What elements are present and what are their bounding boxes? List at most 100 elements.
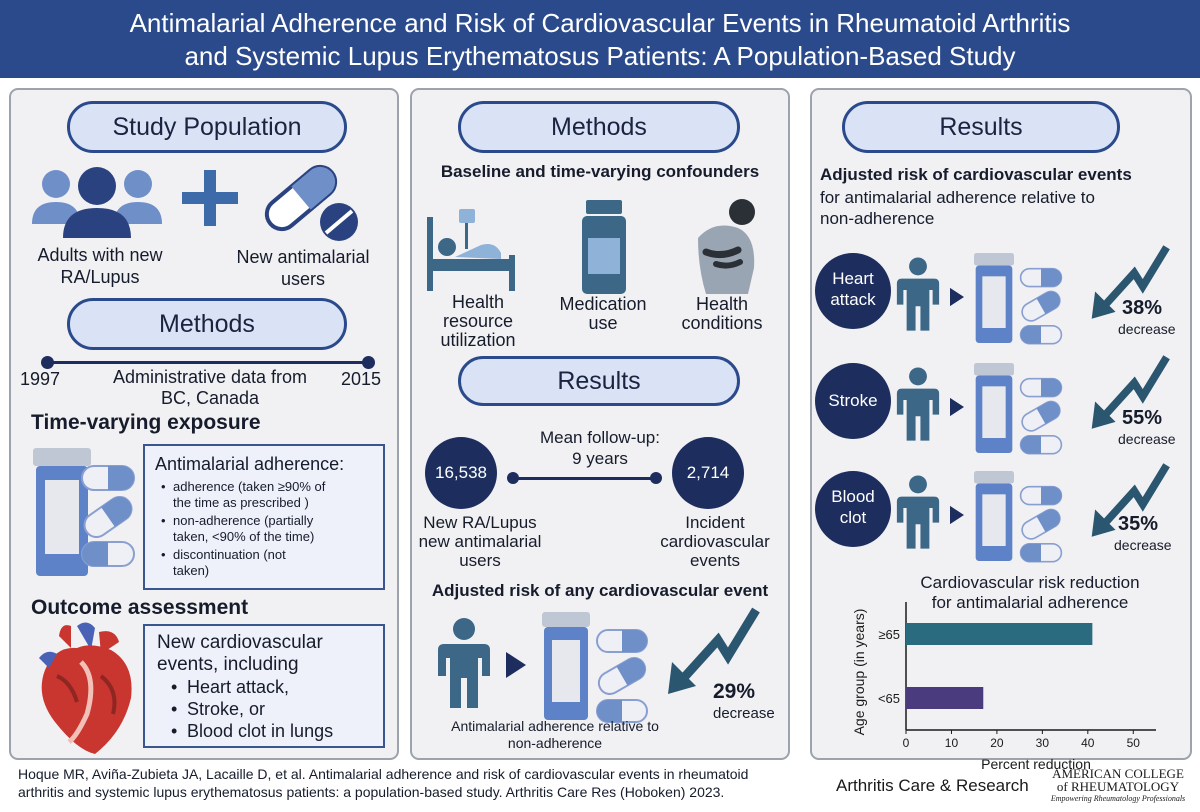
patients-count: 16,538: [435, 463, 487, 482]
person-icon: [896, 257, 940, 331]
n1b: new antimalarial: [418, 532, 542, 551]
confounder-health-resource: Health resource utilization: [418, 293, 538, 350]
person-icon: [896, 367, 940, 441]
decrease-arrow-icon: [1091, 355, 1170, 429]
pop2-line2: users: [280, 269, 325, 289]
admin-line1: Administrative data from: [112, 367, 308, 387]
events-count: 2,714: [686, 463, 730, 482]
acr-logo-line1: AMERICAN COLLEGE: [1052, 766, 1184, 781]
outcome-item-3: •Blood clot in lungs: [171, 721, 334, 741]
x-tick-label: 10: [945, 736, 959, 750]
adherence-title: Antimalarial adherence:: [155, 454, 345, 474]
health-conditions-person-icon: [698, 199, 755, 294]
study-population-label: Study Population: [112, 113, 302, 141]
person-icon: [896, 475, 940, 549]
n2c: events: [689, 551, 741, 570]
pill-bottle-icon: [974, 363, 1014, 453]
heart-attack-decrease: decrease: [1118, 321, 1176, 337]
c3b: conditions: [681, 313, 763, 333]
heart-attack-percent: 38%: [1122, 297, 1163, 319]
x-tick-label: 20: [990, 736, 1004, 750]
bar-age-under-65: [906, 687, 984, 709]
study-population-heading: Study Population: [67, 101, 347, 153]
c1a: Health: [451, 292, 505, 312]
pill-bottle-icon: [33, 448, 91, 576]
relative-label: Antimalarial adherence relative to non-a…: [425, 718, 685, 752]
adh2a: non-adherence (partially: [173, 513, 314, 528]
blood-clot-decrease: decrease: [1114, 537, 1172, 553]
followup-line: [512, 477, 656, 480]
plus-icon: [182, 170, 238, 226]
y-tick-label: <65: [878, 691, 900, 706]
population-adults-label: Adults with new RA/Lupus: [20, 244, 180, 288]
outcome-heading: Outcome assessment: [31, 596, 249, 619]
citation-line-1: Hoque MR, Aviña-Zubieta JA, Lacaille D, …: [18, 766, 749, 782]
y-tick-label: ≥65: [878, 627, 900, 642]
left-methods-heading: Methods: [67, 298, 347, 350]
n2a: Incident: [685, 513, 745, 532]
adh3a: discontinuation (not: [173, 547, 286, 562]
blood-clot-percent: 35%: [1118, 513, 1159, 535]
x-axis-label: Percent reduction: [981, 756, 1091, 772]
followup-end-dot: [650, 472, 662, 484]
followup2: 9 years: [572, 449, 628, 468]
blood-clot-label1: Blood: [831, 487, 875, 506]
chart-title-1: Cardiovascular risk reduction: [920, 573, 1140, 592]
stroke-circle: Stroke: [815, 363, 891, 439]
arrow-right-icon: [950, 397, 964, 417]
person-icon: [438, 618, 490, 708]
decrease-arrow-icon: [1091, 463, 1170, 537]
heart-attack-circle: Heart attack: [815, 253, 891, 329]
x-tick-label: 50: [1127, 736, 1141, 750]
c1b: resource: [442, 311, 514, 331]
c2b: use: [588, 313, 618, 333]
pill-bottle-icon: [974, 471, 1014, 561]
patients-count-circle: 16,538: [425, 437, 497, 509]
outcome-item-2: •Stroke, or: [171, 699, 266, 719]
year-start: 1997: [20, 369, 61, 389]
c3a: Health: [695, 294, 749, 314]
heart-icon: [39, 622, 132, 754]
blood-clot-circle: Blood clot: [815, 471, 891, 547]
confounder-health-conditions: Health conditions: [662, 295, 782, 333]
events-count-circle: 2,714: [672, 437, 744, 509]
followup1: Mean follow-up:: [539, 428, 660, 447]
left-methods-label: Methods: [159, 310, 255, 338]
right-heading-1: Adjusted risk of cardiovascular events: [820, 165, 1132, 184]
any-event-percent: 29%: [713, 680, 756, 703]
right-heading-2: for antimalarial adherence relative to n…: [820, 187, 1095, 229]
hospital-bed-icon: [427, 209, 515, 291]
confounders-heading: Baseline and time-varying confounders: [440, 162, 760, 181]
acr-logo: AMERICAN COLLEGE of RHEUMATOLOGY Empower…: [1038, 767, 1198, 804]
outcome-line-2: events, including: [157, 654, 299, 675]
outcome-item-1: •Heart attack,: [171, 677, 290, 697]
adh2b: taken, <90% of the time): [173, 529, 315, 544]
x-tick-label: 40: [1081, 736, 1095, 750]
chart-title: Cardiovascular risk reduction for antima…: [880, 573, 1180, 613]
mean-followup-label: Mean follow-up: 9 years: [495, 427, 705, 469]
chart-title-2: for antimalarial adherence: [931, 593, 1129, 612]
arrow-right-icon: [506, 652, 526, 678]
arrow-right-icon: [950, 287, 964, 307]
x-tick-label: 30: [1036, 736, 1050, 750]
citation-line-2: arthritis and systemic lupus erythematos…: [18, 784, 725, 800]
exposure-heading: Time-varying exposure: [31, 411, 261, 434]
pill-capsule-icon: [264, 164, 358, 241]
acr-logo-line3: Empowering Rheumatology Professionals: [1050, 794, 1186, 803]
pop1-line1: Adults with new: [37, 245, 163, 265]
stroke-percent: 55%: [1122, 407, 1163, 429]
middle-methods-heading: Methods: [458, 101, 740, 153]
outcome-item-1-text: Heart attack,: [187, 677, 290, 697]
pop2-line1: New antimalarial: [236, 247, 370, 267]
capsules-icon: [81, 465, 135, 567]
decrease-arrow-icon: [668, 607, 760, 694]
outcome-box: New cardiovascular events, including •He…: [143, 624, 385, 748]
timeline-line: [47, 361, 369, 364]
adh3b: taken): [173, 563, 210, 578]
capsules-icon: [1019, 485, 1063, 563]
n1a: New RA/Lupus: [423, 513, 537, 532]
c2a: Medication: [559, 294, 647, 314]
confounder-medication: Medication use: [543, 295, 663, 333]
